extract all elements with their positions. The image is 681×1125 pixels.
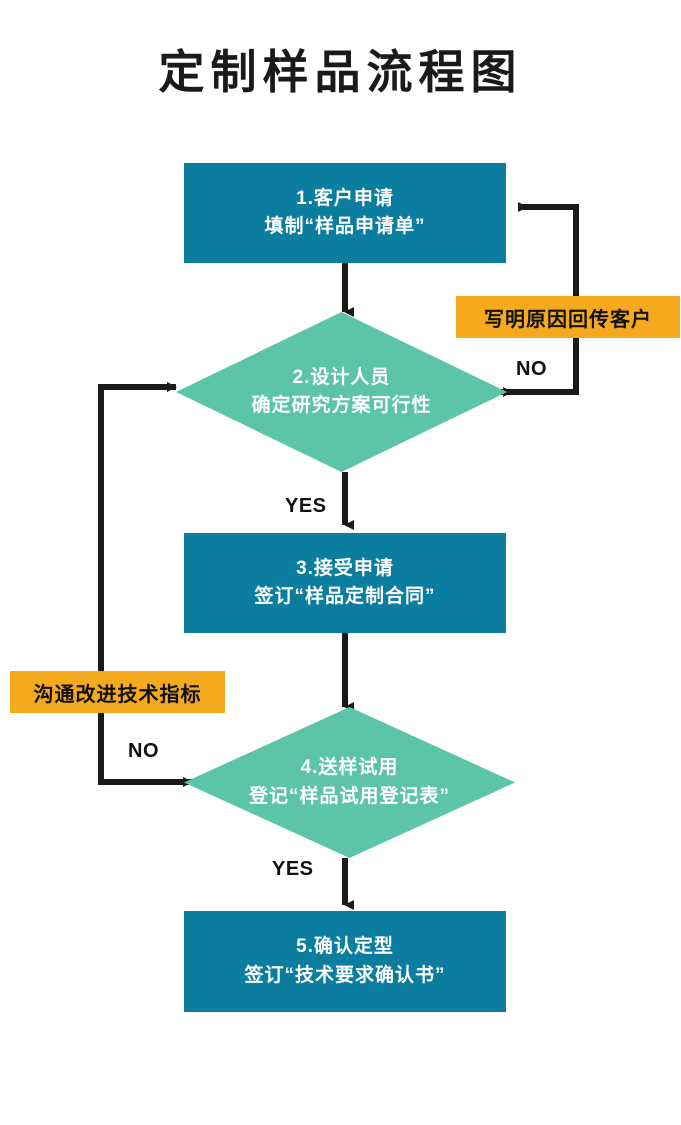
node-step2-line2: 确定研究方案可行性 <box>251 395 432 416</box>
node-step4-line2: 登记“样品试用登记表” <box>248 785 450 807</box>
branch-label-step2-yes: YES <box>285 495 327 517</box>
node-step5-process[interactable]: 5.确认定型 签订“技术要求确认书” <box>184 911 506 1012</box>
page-title: 定制样品流程图 <box>158 47 523 98</box>
branch-label-step4-no: NO <box>128 740 159 762</box>
edge-step4-no-to-step2 <box>98 382 184 785</box>
note-reject-reason[interactable]: 写明原因回传客户 <box>456 296 680 338</box>
node-step3-line2: 签订“样品定制合同” <box>254 586 436 607</box>
branch-label-step2-no: NO <box>516 358 547 380</box>
node-step5-line1: 5.确认定型 <box>296 936 394 957</box>
branch-label-step4-yes: YES <box>272 858 314 880</box>
note-improve-spec[interactable]: 沟通改进技术指标 <box>10 671 225 713</box>
node-step3-process[interactable]: 3.接受申请 签订“样品定制合同” <box>184 533 506 633</box>
node-step2-line1: 2.设计人员 <box>292 366 391 388</box>
node-step4-line1: 4.送样试用 <box>300 757 399 778</box>
node-step1-process[interactable]: 1.客户申请 填制“样品申请单” <box>184 163 506 263</box>
node-step1-line1: 1.客户申请 <box>296 187 394 209</box>
node-step4-decision[interactable]: 4.送样试用 登记“样品试用登记表” <box>184 707 515 858</box>
node-step5-line2: 签订“技术要求确认书” <box>244 964 446 986</box>
node-step1-line2: 填制“样品申请单” <box>264 216 426 237</box>
node-step2-decision[interactable]: 2.设计人员 确定研究方案可行性 <box>176 312 507 472</box>
node-step3-line1: 3.接受申请 <box>296 557 394 579</box>
